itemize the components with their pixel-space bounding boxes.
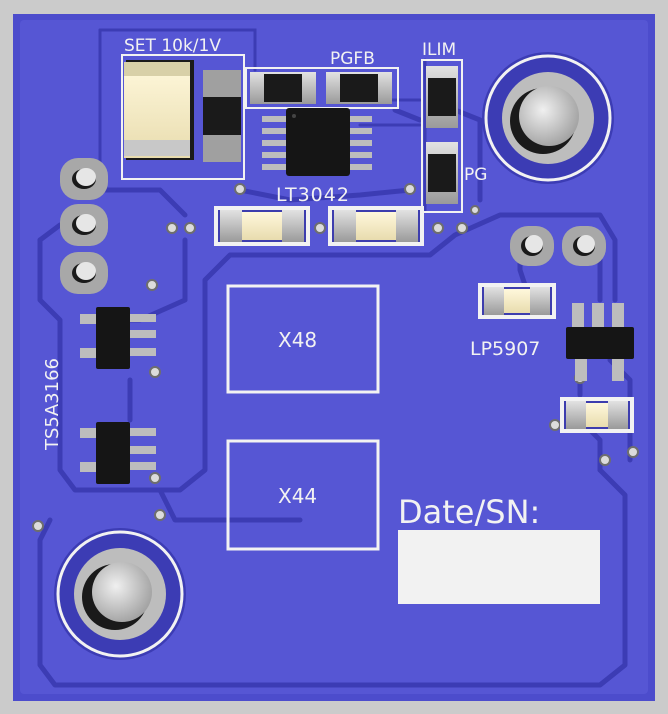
ts5a3166-label: TS5A3166 bbox=[42, 358, 63, 451]
header-pins-left bbox=[60, 158, 108, 294]
x44-outline bbox=[226, 439, 380, 551]
lt3042-label: LT3042 bbox=[276, 184, 350, 206]
lp5907-cap-top bbox=[478, 283, 556, 319]
ilim-label: ILIM bbox=[422, 40, 456, 60]
ilim-pg-resistors bbox=[421, 59, 463, 213]
lt3042-ic bbox=[262, 108, 372, 176]
pgfb-label: PGFB bbox=[330, 49, 375, 69]
set-label: SET 10k/1V bbox=[124, 36, 221, 56]
date-sn-box bbox=[398, 530, 600, 604]
pgfb-resistors bbox=[245, 67, 399, 109]
x48-outline bbox=[226, 284, 380, 394]
lp5907-label: LP5907 bbox=[470, 338, 540, 360]
pg-label: PG bbox=[464, 165, 487, 185]
lp5907-ic bbox=[566, 303, 634, 381]
copper-pour bbox=[20, 20, 648, 694]
set-resistor-block bbox=[121, 54, 245, 180]
x44-label: X44 bbox=[278, 484, 317, 508]
ts5a3166-switch-bottom bbox=[80, 422, 156, 484]
vias bbox=[32, 163, 639, 532]
thin-traces bbox=[98, 28, 427, 212]
lp5907-cap-bottom bbox=[560, 397, 634, 433]
ts5a3166-switch-top bbox=[80, 307, 156, 369]
mounting-hole-top-right bbox=[482, 52, 614, 184]
x48-label: X48 bbox=[278, 328, 317, 352]
date-sn-label: Date/SN: bbox=[398, 493, 540, 531]
lt3042-capacitors bbox=[214, 206, 424, 246]
header-pins-right bbox=[510, 226, 606, 266]
mounting-hole-bottom-left bbox=[54, 528, 186, 660]
